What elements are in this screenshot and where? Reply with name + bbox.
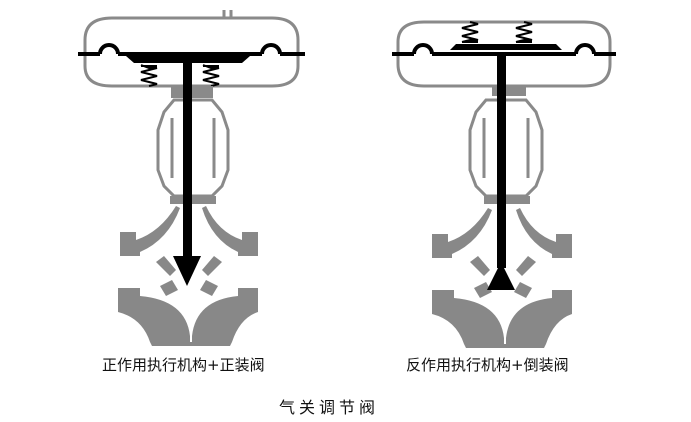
left-springs [140, 64, 220, 87]
left-valve-assembly [78, 10, 305, 346]
right-diaphragm [392, 43, 616, 56]
right-yoke [468, 98, 544, 204]
right-stem-arrow-up [487, 56, 515, 290]
left-yoke [156, 86, 230, 204]
left-valve-body [118, 206, 258, 346]
left-diaphragm [78, 43, 305, 63]
left-caption: 正作用执行机构+正装阀 [102, 356, 265, 374]
right-springs [461, 21, 533, 43]
right-caption: 反作用执行机构+倒装阀 [406, 356, 569, 374]
right-valve-assembly [392, 20, 616, 348]
diagram-title: 气关调节阀 [279, 398, 380, 417]
right-valve-body [432, 208, 572, 348]
left-stem-arrow-down [173, 62, 201, 286]
